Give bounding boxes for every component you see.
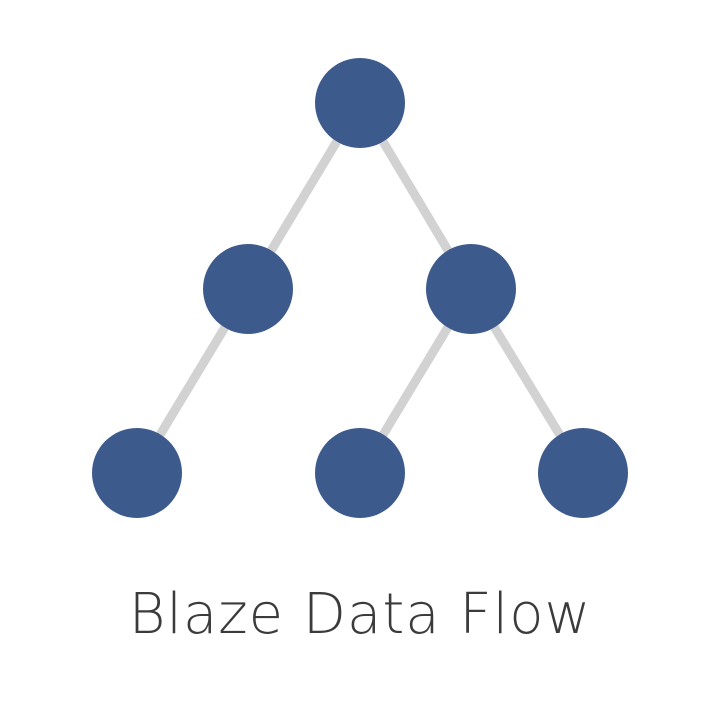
node-right <box>426 244 516 334</box>
logo-title: Blaze Data Flow <box>128 582 592 647</box>
node-left <box>203 244 293 334</box>
node-root <box>315 58 405 148</box>
node-right-left <box>315 428 405 518</box>
node-right-right <box>538 428 628 518</box>
node-left-left <box>92 428 182 518</box>
